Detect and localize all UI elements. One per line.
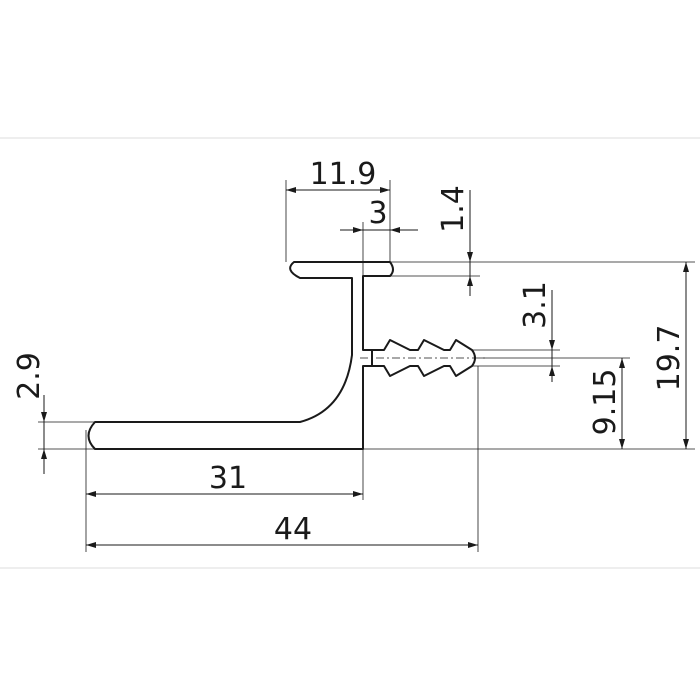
dim-lip-thickness: [467, 190, 473, 296]
label-lip-thickness: 1.4: [436, 185, 471, 233]
label-total-height: 19.7: [652, 325, 687, 392]
label-top-width: 11.9: [310, 157, 377, 192]
label-lip-width: 3: [368, 196, 387, 231]
dim-center-height: [619, 358, 625, 449]
label-total-width: 44: [274, 512, 312, 547]
barbed-stem: [371, 339, 476, 377]
label-base-thickness: 2.9: [12, 352, 47, 400]
profile-outline: [87, 261, 394, 450]
extension-lines: [38, 180, 695, 552]
dim-base-width: [86, 491, 363, 497]
dim-lip-width: [340, 227, 418, 233]
dim-barb-pitch: [549, 290, 555, 382]
label-center-height: 9.15: [588, 369, 623, 436]
label-base-width: 31: [209, 461, 247, 496]
dim-base-thickness: [41, 395, 47, 474]
label-barb-pitch: 3.1: [518, 281, 553, 329]
dim-total-height: [683, 262, 689, 449]
dim-top-width: [286, 187, 390, 193]
dim-total-width: [86, 542, 478, 548]
